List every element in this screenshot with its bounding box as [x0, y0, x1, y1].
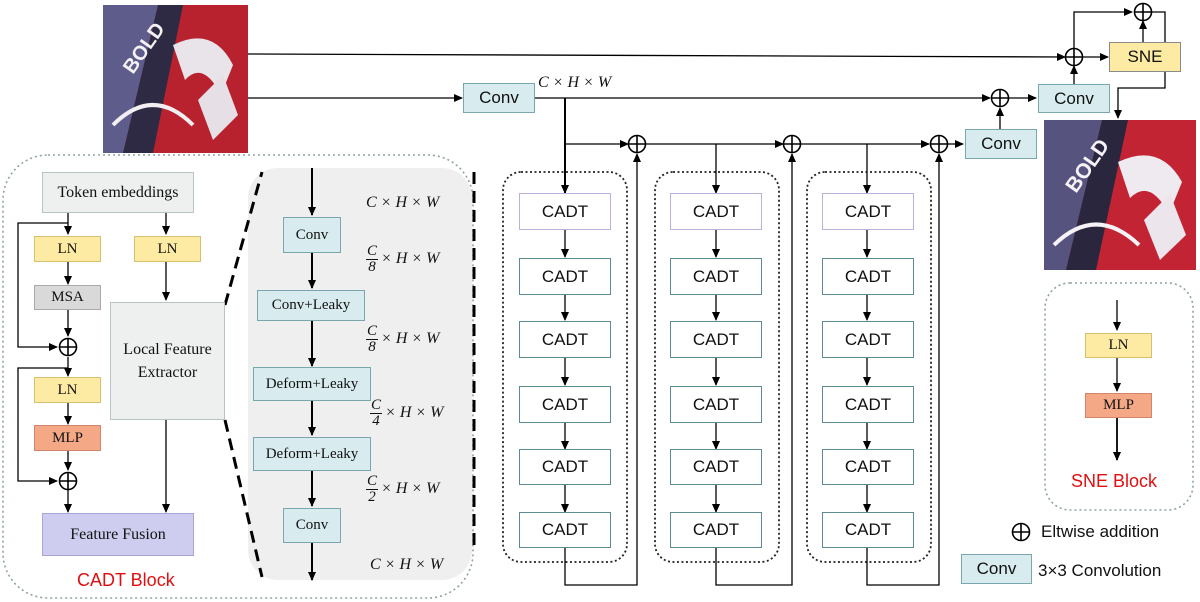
lfe-deform-leaky-1: Deform+Leaky — [253, 367, 371, 401]
lfe-dim-5: C × H × W — [370, 556, 444, 573]
cadt-box: CADT — [822, 321, 914, 358]
lfe-dim-3-num: C — [370, 397, 383, 414]
lfe-dim-1-den: 8 — [368, 259, 376, 275]
cadt-box: CADT — [519, 193, 611, 230]
cadt-box: CADT — [670, 258, 762, 295]
legend-conv-desc: 3×3 Convolution — [1038, 561, 1162, 580]
cadt-box: CADT — [822, 258, 914, 295]
input-image: BOLD — [103, 5, 248, 153]
cadt-box: CADT — [519, 258, 611, 295]
sne-box: SNE — [1109, 42, 1181, 72]
lfe-dim-2-num: C — [366, 323, 379, 340]
legend-eltwise-label: Eltwise addition — [1041, 522, 1160, 541]
output-image: BOLD — [1044, 120, 1196, 270]
dim-label-top: C × H × W — [538, 74, 612, 91]
sne-mlp-box: MLP — [1085, 393, 1152, 418]
lfe-conv-2: Conv — [283, 508, 341, 543]
cadt-group-3 — [806, 171, 932, 563]
lfe-conv-1: Conv — [283, 217, 341, 253]
cadt-group-1 — [502, 171, 628, 563]
conv-box-top: Conv — [463, 83, 535, 113]
cadt-box: CADT — [822, 512, 914, 548]
msa-box: MSA — [34, 285, 101, 310]
lfe-dim-2-rest: × H × W — [381, 330, 440, 348]
local-feature-extractor-box: Local Feature Extractor — [110, 302, 225, 420]
cadt-box: CADT — [822, 449, 914, 485]
cadt-box: CADT — [822, 386, 914, 423]
cadt-box: CADT — [670, 193, 762, 230]
sne-block-title: SNE Block — [1071, 471, 1158, 491]
cadt-block-title: CADT Block — [77, 570, 175, 590]
mlp-box: MLP — [34, 425, 101, 451]
legend-conv-box: Conv — [961, 554, 1032, 584]
conv-box-right: Conv — [1038, 84, 1110, 113]
lfe-dim-4-rest: × H × W — [381, 480, 440, 498]
ln-box-right: LN — [134, 236, 201, 262]
ln-box-left: LN — [34, 236, 101, 262]
feature-fusion-box: Feature Fusion — [42, 513, 194, 556]
lfe-dim-1-num: C — [366, 243, 379, 260]
lfe-dim-4-den: 2 — [368, 489, 376, 505]
sne-block-container — [1044, 282, 1194, 511]
cadt-box: CADT — [519, 449, 611, 485]
lfe-dim-0: C × H × W — [366, 194, 440, 211]
lfe-dim-3-rest: × H × W — [385, 404, 444, 422]
cadt-box: CADT — [519, 321, 611, 358]
lfe-deform-leaky-2: Deform+Leaky — [253, 437, 371, 471]
lfe-dim-1-rest: × H × W — [381, 250, 440, 268]
token-embeddings-box: Token embeddings — [42, 172, 194, 213]
cadt-box: CADT — [670, 386, 762, 423]
cadt-box: CADT — [670, 321, 762, 358]
lfe-conv-leaky: Conv+Leaky — [257, 290, 365, 321]
sne-ln-box: LN — [1085, 333, 1152, 358]
cadt-group-2 — [654, 171, 780, 563]
ln-box-second: LN — [34, 377, 101, 403]
lfe-dim-4-num: C — [366, 473, 379, 490]
cadt-box: CADT — [670, 512, 762, 548]
cadt-box: CADT — [519, 386, 611, 423]
lfe-dim-2-den: 8 — [368, 339, 376, 355]
conv-box-mid: Conv — [965, 129, 1037, 159]
cadt-box: CADT — [519, 512, 611, 548]
cadt-block-container — [2, 154, 474, 599]
cadt-box: CADT — [822, 193, 914, 230]
cadt-box: CADT — [670, 449, 762, 485]
lfe-dim-3-den: 4 — [372, 413, 380, 429]
